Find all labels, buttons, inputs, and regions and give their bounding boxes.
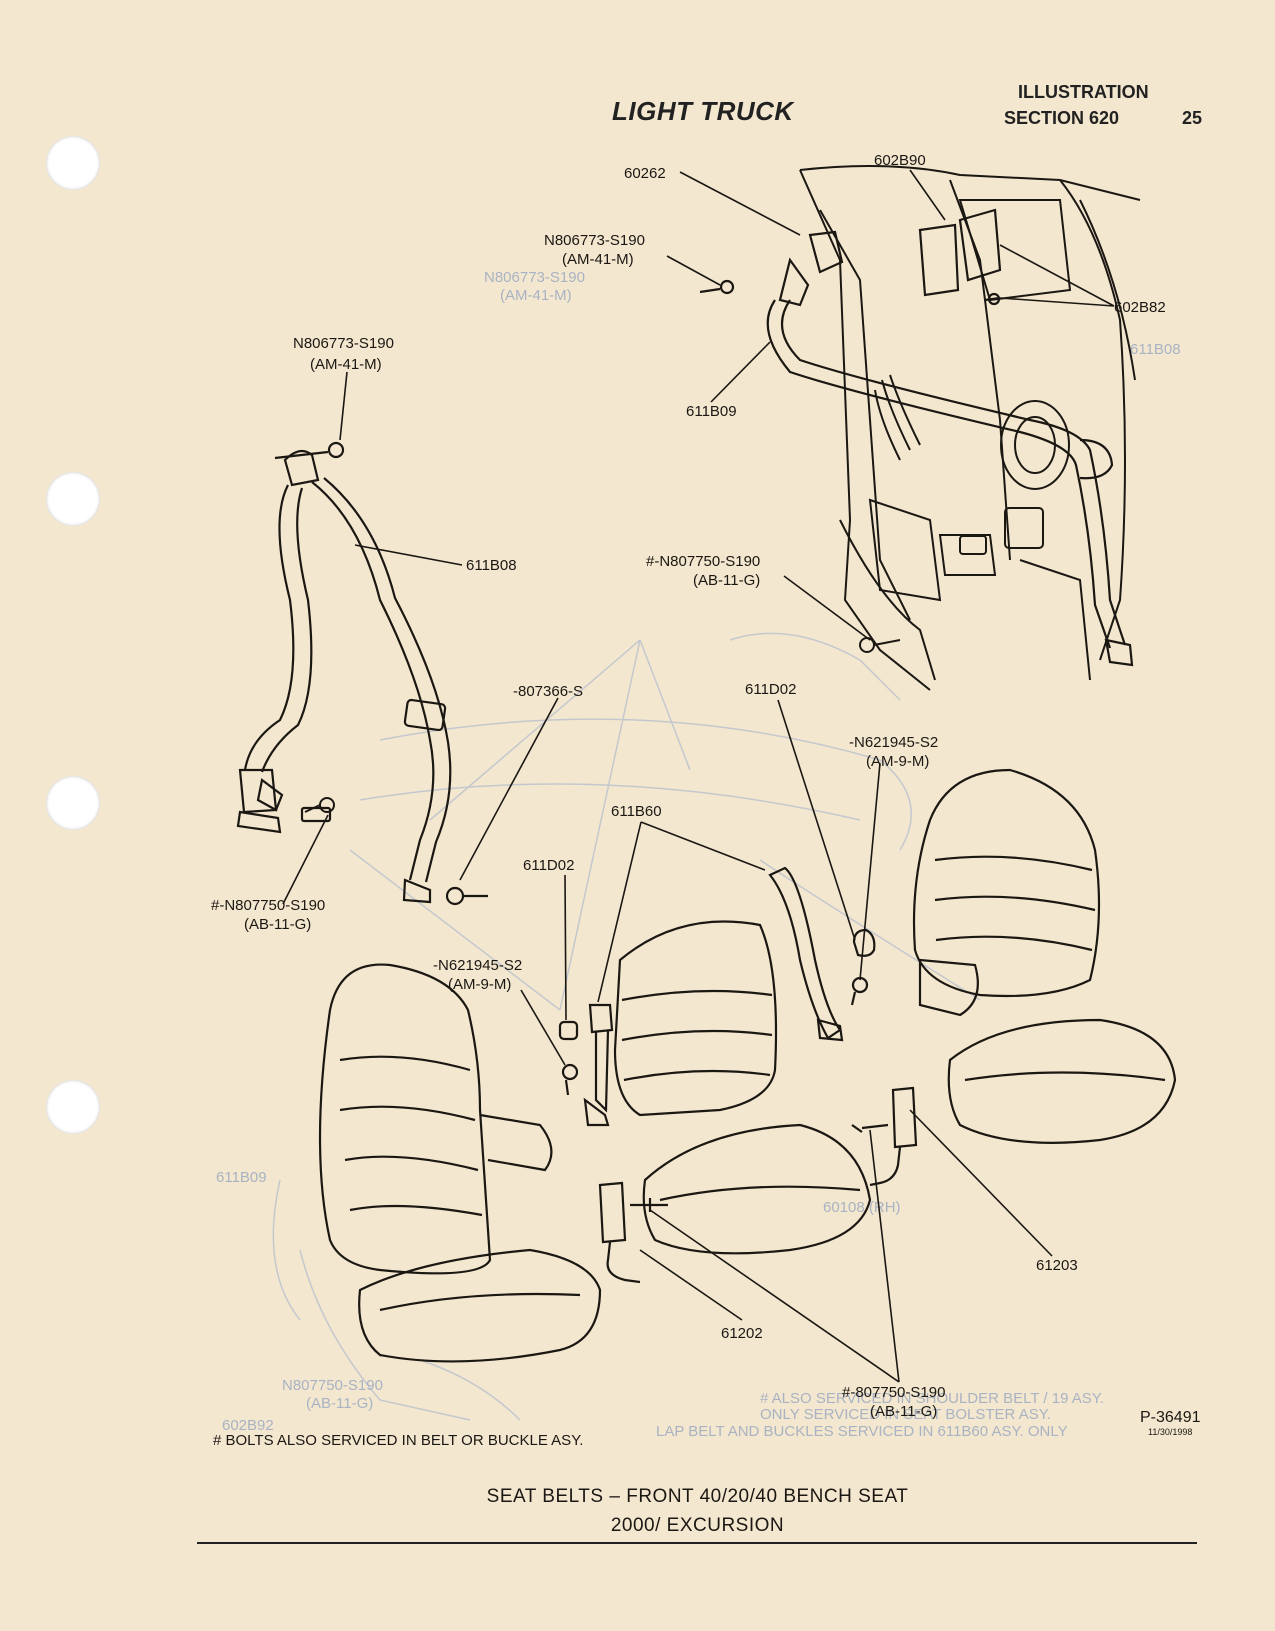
callout-nut-left-part: N806773-S190 — [293, 335, 394, 352]
callout-602B90: 602B90 — [874, 152, 926, 169]
callout-611D02-left: 611D02 — [523, 857, 574, 874]
bolts — [304, 637, 901, 813]
reference-code: P-36491 — [1140, 1409, 1201, 1426]
callout-bolt-c-code: (AB-11-G) — [870, 1403, 937, 1420]
center-belts-611B60 — [558, 866, 918, 1284]
callout-n621945-right-part: -N621945-S2 — [849, 734, 938, 751]
callout-807366-S: -807366-S — [513, 683, 583, 700]
page-title: LIGHT TRUCK — [612, 96, 794, 126]
footnote: # BOLTS ALSO SERVICED IN BELT OR BUCKLE … — [213, 1432, 584, 1449]
callout-nut-top-part: N806773-S190 — [544, 232, 645, 249]
bleed-through-ghost-lines — [272, 632, 981, 1421]
section-label: SECTION 620 — [1004, 108, 1120, 128]
callout-bolt-c-part: #-807750-S190 — [842, 1384, 945, 1401]
callout-611B08: 611B08 — [466, 557, 517, 574]
ghost-label: (AM-41-M) — [500, 287, 572, 304]
binder-hole-4 — [46, 1080, 100, 1134]
ghost-label: # ALSO SERVICED IN SHOULDER BELT / 19 AS… — [760, 1390, 1104, 1407]
callout-n621945-right-code: (AM-9-M) — [866, 753, 929, 770]
leader-lines — [282, 169, 1115, 1383]
ghost-label: 611B08 — [1130, 341, 1181, 358]
page-number: 25 — [1182, 108, 1203, 128]
callout-bolt-a-part: #-N807750-S190 — [211, 897, 325, 914]
ghost-label: N807750-S190 — [282, 1377, 383, 1394]
caption-title: SEAT BELTS – FRONT 40/20/40 BENCH SEAT — [486, 1486, 909, 1507]
binder-hole-1 — [46, 136, 100, 190]
bottom-rule — [197, 1542, 1197, 1544]
ghost-label: (AB-11-G) — [306, 1395, 373, 1412]
callout-bolt-b-code: (AB-11-G) — [693, 572, 760, 589]
caption-subtitle: 2000/ EXCURSION — [610, 1515, 785, 1536]
shoulder-belt-611B09 — [699, 208, 1134, 667]
ghost-text: N806773-S190 (AM-41-M) 611B08 611B09 601… — [216, 269, 1181, 1440]
right-seat — [912, 768, 1177, 1144]
shoulder-belt-611B08 — [236, 441, 488, 906]
callout-bolt-a-code: (AB-11-G) — [244, 916, 311, 933]
binder-hole-2 — [46, 472, 100, 526]
callout-611B60: 611B60 — [611, 803, 662, 820]
callout-611D02-right: 611D02 — [745, 681, 796, 698]
center-seat — [613, 920, 872, 1255]
callout-nut-left-code: (AM-41-M) — [310, 356, 382, 373]
illustration-label: ILLUSTRATION — [1018, 82, 1149, 102]
callout-611B09: 611B09 — [686, 403, 737, 420]
callout-n621945-left-code: (AM-9-M) — [448, 976, 511, 993]
callout-n621945-left-part: -N621945-S2 — [433, 957, 522, 974]
b-pillar-interior — [799, 165, 1141, 691]
callout-nut-top-code: (AM-41-M) — [562, 251, 634, 268]
ghost-label: N806773-S190 — [484, 269, 585, 286]
callout-61203: 61203 — [1036, 1257, 1078, 1274]
callout-602B82: 602B82 — [1114, 299, 1166, 316]
ghost-label: 611B09 — [216, 1169, 267, 1186]
ghost-label: LAP BELT AND BUCKLES SERVICED IN 611B60 … — [656, 1423, 1068, 1440]
ghost-label: 602B92 — [222, 1417, 274, 1434]
reference-date: 11/30/1998 — [1148, 1427, 1193, 1437]
callout-bolt-b-part: #-N807750-S190 — [646, 553, 760, 570]
callout-61202: 61202 — [721, 1325, 763, 1342]
ghost-label: 60108 (RH) — [823, 1199, 901, 1216]
illustration-reference: P-36491 11/30/1998 — [1140, 1410, 1201, 1437]
left-seat — [318, 963, 602, 1363]
ghost-label: ONLY SERVICED IN SEAT BOLSTER ASY. — [760, 1406, 1051, 1423]
binder-hole-3 — [46, 776, 100, 830]
callout-labels: 60262 602B90 N806773-S190 (AM-41-M) 602B… — [211, 152, 1166, 1420]
callout-60262: 60262 — [624, 165, 666, 182]
